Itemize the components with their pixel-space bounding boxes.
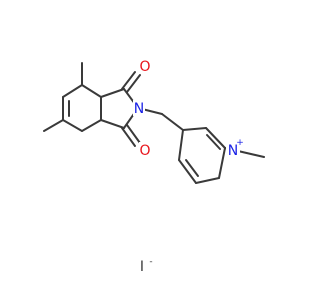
cyclohexene-ring — [62, 84, 102, 132]
atom-labels: O O N N + I - — [133, 58, 244, 275]
bond-c6p-c5p — [195, 177, 220, 184]
carbonyl-bonds — [121, 71, 141, 147]
bond-c3a-c1 — [100, 88, 125, 98]
pyridinium-charge: + — [236, 138, 244, 148]
molecule-drawing: O O N N + I - — [43, 58, 265, 275]
bond-n1p-c6p — [218, 147, 226, 179]
imide-ring — [100, 88, 139, 129]
bond-c3-c7a — [100, 119, 125, 129]
bond-c4p-c3p — [178, 129, 184, 161]
pyridinium-ring — [178, 127, 226, 184]
bond-c4-c3a — [81, 84, 102, 98]
bond-c2p-n1p — [205, 127, 226, 149]
methyl-groups — [43, 62, 83, 132]
pyridinium-nitrogen-bg — [226, 142, 240, 158]
bond-c2p-n1p-inner — [206, 134, 221, 150]
oxygen-top-label: O — [139, 59, 150, 75]
structure-canvas: O O N N + I - — [43, 58, 265, 275]
bond-c7a-c7 — [81, 119, 102, 132]
oxygen-bottom-label: O — [139, 143, 150, 159]
carbonyl-top-bond-b — [126, 74, 141, 93]
pyridinium-nitrogen-label: N — [228, 143, 238, 159]
carbonyl-bottom-bond-b — [126, 124, 141, 144]
iodide-charge: - — [149, 257, 152, 267]
bond-c5p-c4p-inner — [185, 159, 199, 177]
bond-c5p-c4p — [178, 159, 197, 184]
carbonyl-top-bond-a — [121, 71, 136, 90]
bond-ch2-pyridine — [161, 113, 184, 131]
carbonyl-bottom-bond-a — [121, 127, 136, 147]
methyl-c6 — [43, 119, 64, 132]
bond-c7-c6 — [62, 119, 83, 132]
oxygen-bottom-bg — [139, 142, 151, 158]
oxygen-top-bg — [139, 58, 151, 74]
iodide-label: I — [140, 259, 144, 275]
imide-nitrogen-label: N — [134, 101, 144, 117]
bond-c5-c4 — [62, 84, 83, 98]
bond-c3p-c2p — [182, 127, 207, 131]
imide-nitrogen-bg — [133, 100, 145, 116]
